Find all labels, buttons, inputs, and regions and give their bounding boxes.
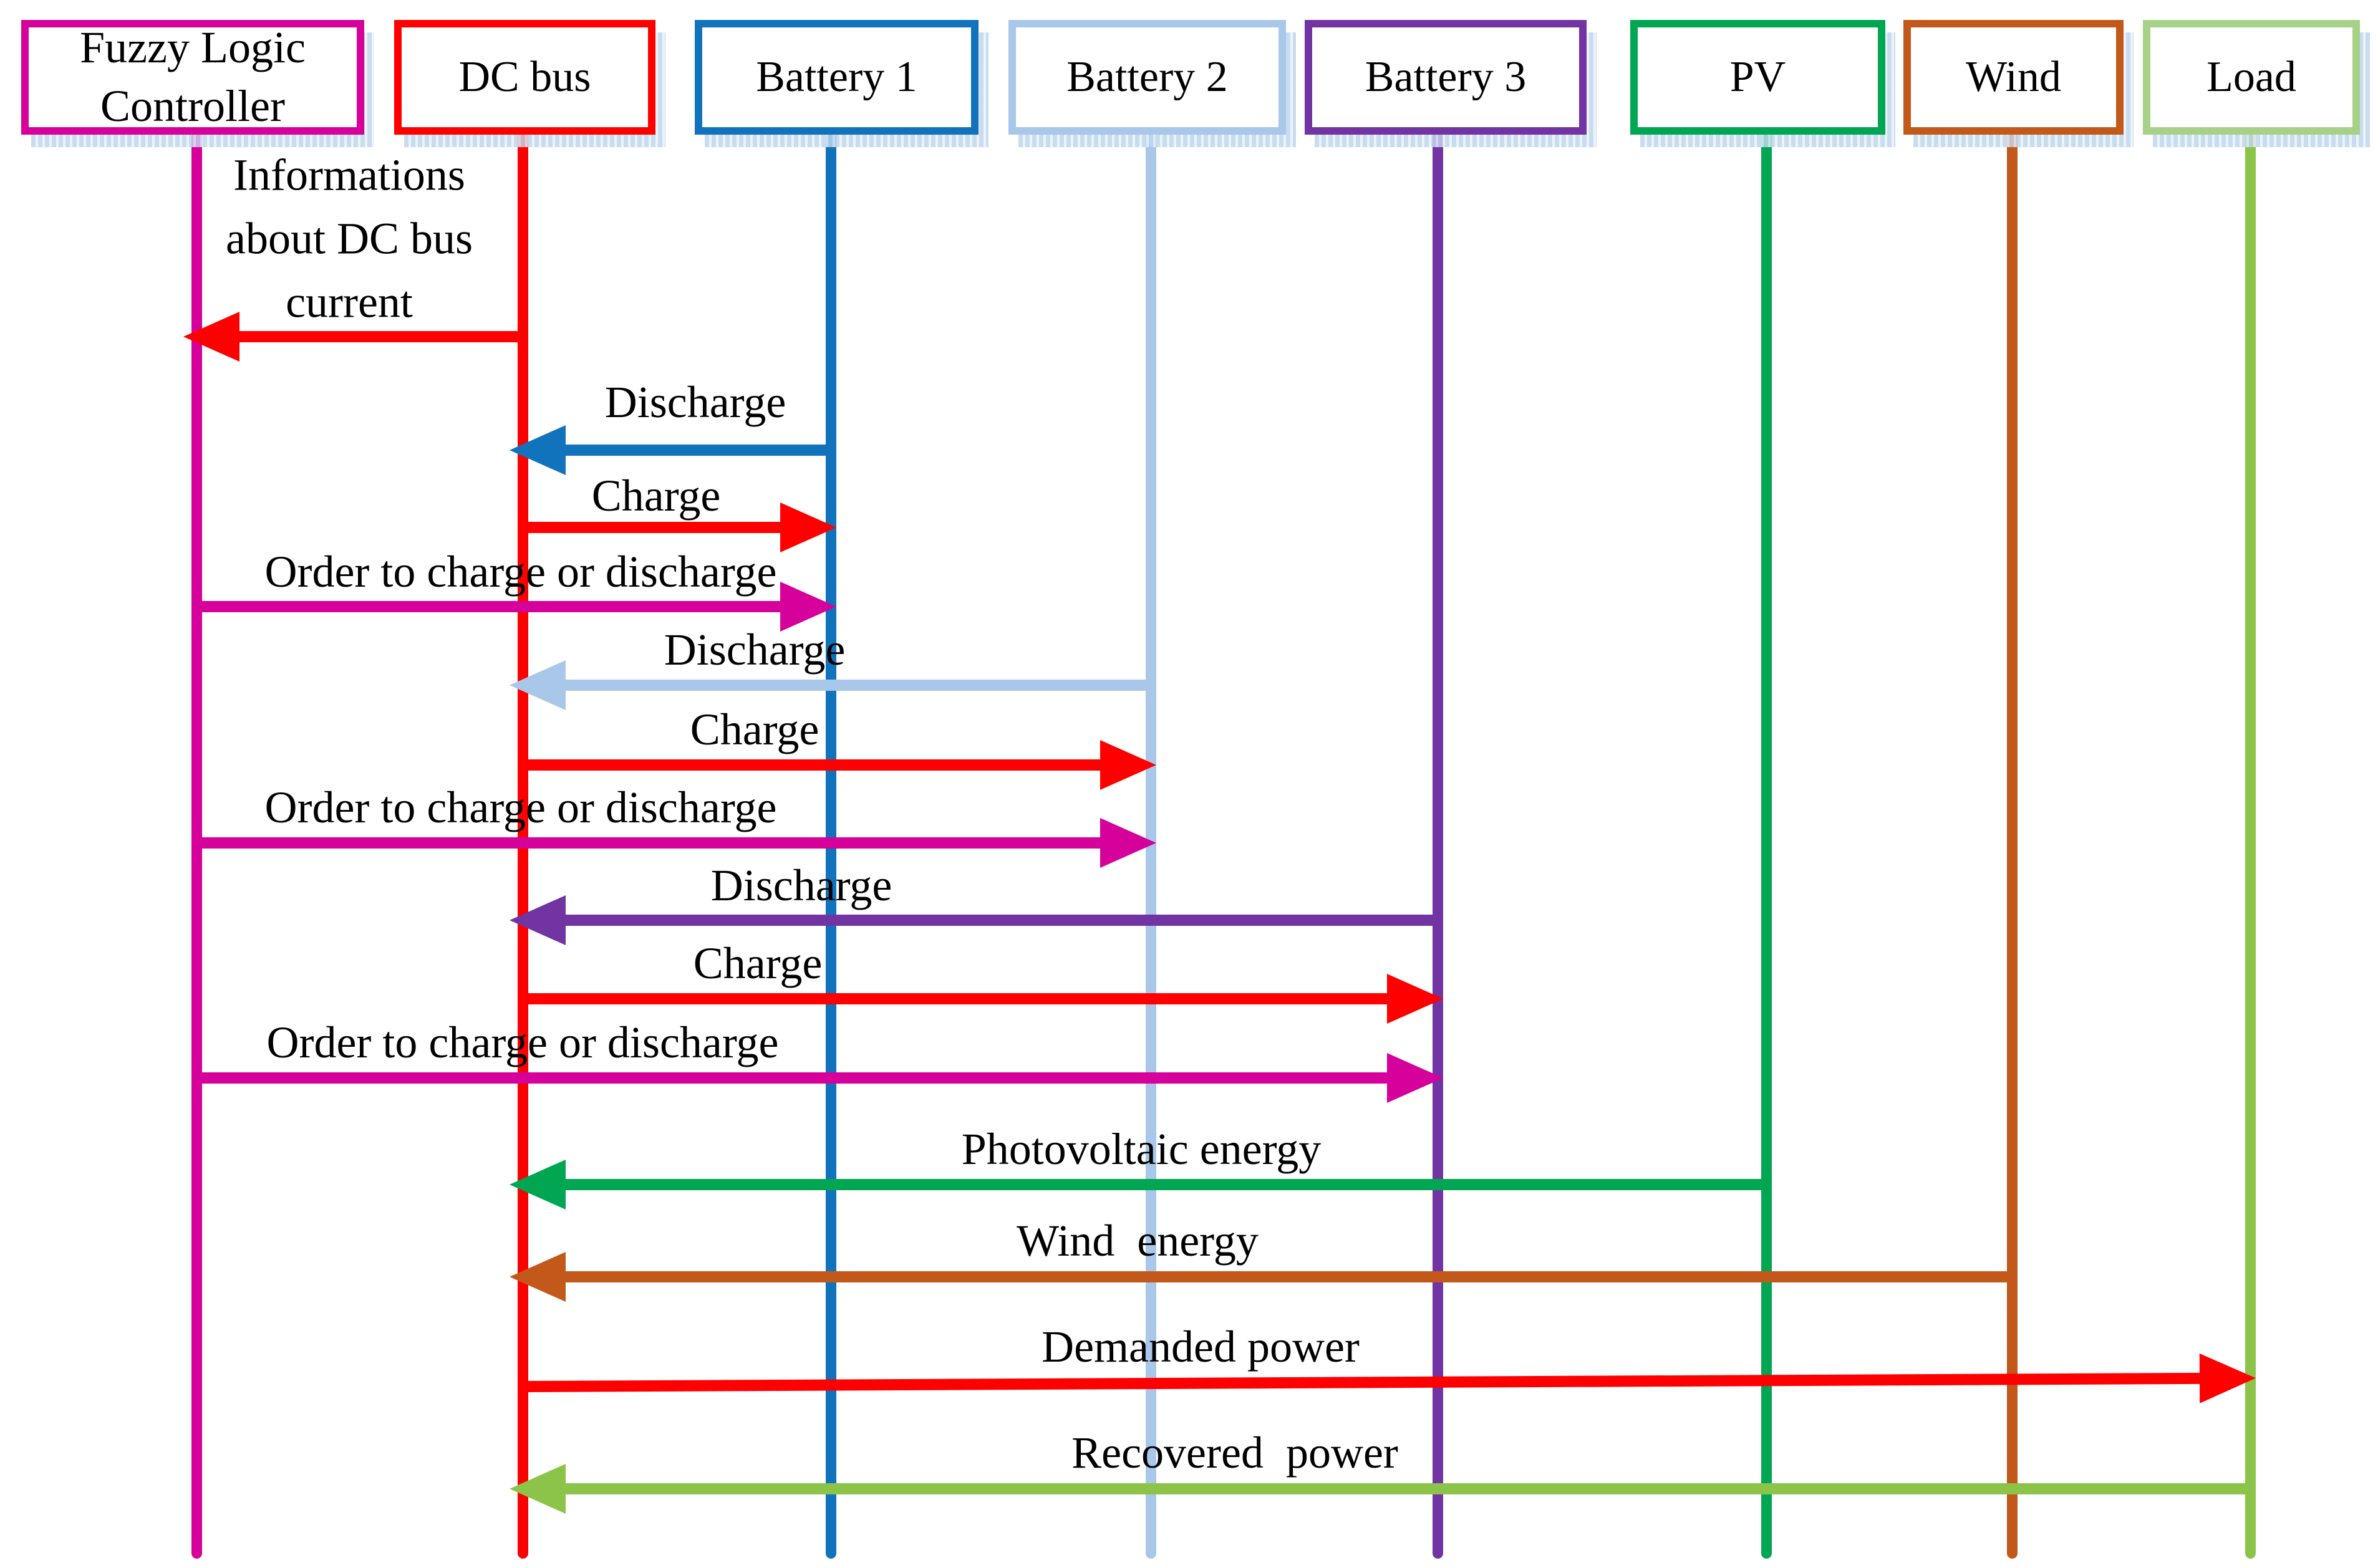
message-label: Discharge <box>664 624 846 675</box>
message-arrow-flc-to-battery2-6 <box>197 818 1156 868</box>
lifeline-box-pv: PV <box>1630 20 1885 135</box>
arrowhead <box>780 582 836 632</box>
lifeline-label: DC bus <box>458 53 591 102</box>
message-arrow-dcbus-to-flc-0 <box>183 312 523 362</box>
message-arrow-load-to-dcbus-13 <box>510 1464 2251 1514</box>
message-label: Order to charge or discharge <box>264 546 777 597</box>
message-label: Photovoltaic energy <box>961 1123 1322 1174</box>
message-arrow-battery3-to-dcbus-7 <box>510 895 1438 945</box>
message-label: Charge <box>591 470 721 521</box>
message-label: Order to charge or discharge <box>264 782 777 832</box>
arrowhead <box>1100 818 1156 868</box>
message-arrow-dcbus-to-battery1-2 <box>523 503 836 552</box>
message-label-line: Informations <box>233 150 465 200</box>
message-label: Discharge <box>710 860 892 910</box>
lifeline-wind <box>2007 132 2018 1559</box>
message-arrow-battery1-to-dcbus-1 <box>510 425 831 475</box>
lifeline-flc <box>191 132 202 1559</box>
arrowhead <box>1100 740 1156 790</box>
lifeline-box-battery1: Battery 1 <box>695 20 979 135</box>
arrowhead <box>183 312 239 362</box>
lifeline-load <box>2245 132 2256 1559</box>
message-arrow-pv-to-dcbus-10 <box>510 1160 1767 1210</box>
arrowhead <box>510 425 566 475</box>
message-label: Charge <box>690 704 819 754</box>
arrowhead <box>510 1252 566 1302</box>
message-arrow-dcbus-to-load-12 <box>523 1353 2256 1403</box>
message-label: Order to charge or discharge <box>266 1017 779 1067</box>
lifeline-label: Load <box>2206 53 2296 102</box>
message-label: Wind energy <box>1017 1215 1259 1266</box>
arrowhead <box>510 1160 566 1210</box>
message-label: Recovered power <box>1071 1427 1398 1478</box>
message-arrow-flc-to-battery3-9 <box>197 1053 1443 1103</box>
lifeline-label: Battery 3 <box>1365 53 1527 102</box>
message-label: Charge <box>693 938 823 988</box>
lifeline-pv <box>1761 132 1772 1559</box>
message-arrow-battery2-to-dcbus-4 <box>510 660 1151 710</box>
lifeline-label: PV <box>1729 53 1786 102</box>
lifeline-box-load: Load <box>2143 20 2360 135</box>
lifeline-box-wind: Wind <box>1903 20 2124 135</box>
lifeline-battery2 <box>1146 132 1156 1559</box>
message-arrow-flc-to-battery1-3 <box>197 582 836 632</box>
message-arrow-dcbus-to-battery3-8 <box>523 974 1443 1024</box>
arrowhead <box>510 660 566 710</box>
lifeline-label: Battery 1 <box>756 53 917 102</box>
message-label: Informations about DC bus current <box>226 143 473 335</box>
arrowhead <box>2199 1353 2256 1403</box>
message-label-line: current <box>286 277 413 328</box>
lifeline-label-line: Fuzzy Logic <box>80 22 306 73</box>
message-label: Discharge <box>604 377 786 427</box>
arrowhead <box>1387 1053 1443 1103</box>
lifeline-box-battery3: Battery 3 <box>1305 20 1587 135</box>
message-arrow-dcbus-to-battery2-5 <box>523 740 1156 790</box>
lifeline-box-battery2: Battery 2 <box>1008 20 1286 135</box>
lifeline-battery3 <box>1433 132 1443 1559</box>
message-label-line: about DC bus <box>226 213 473 264</box>
lifeline-box-dcbus: DC bus <box>394 20 655 135</box>
lifeline-label: Wind <box>1966 53 2061 102</box>
arrowhead <box>510 1464 566 1514</box>
message-arrow-wind-to-dcbus-11 <box>510 1252 2013 1302</box>
lifeline-label-line: Controller <box>100 81 285 131</box>
arrowhead <box>510 895 566 945</box>
message-label: Demanded power <box>1042 1321 1360 1372</box>
lifeline-label: Battery 2 <box>1066 53 1228 102</box>
arrowhead <box>780 503 836 552</box>
arrowhead <box>1387 974 1443 1024</box>
